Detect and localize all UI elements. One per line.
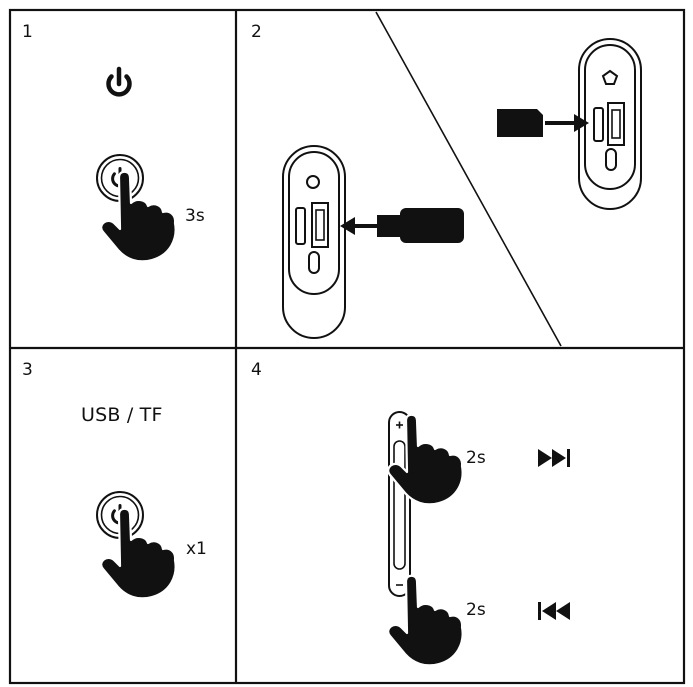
insert-arrow-tf [545,114,589,132]
panel-3 [97,492,177,600]
previous-track-icon [538,602,570,620]
usb-stick-icon [377,208,464,243]
panel-grid [8,8,686,685]
panel-1-number: 1 [22,22,33,42]
tf-port-device [578,38,642,210]
usb-port-device [282,145,346,339]
next-hold-label: 2s [466,448,486,468]
panel-2 [282,11,642,347]
volume-track-control [388,411,411,597]
panel-4 [387,411,570,667]
panel-2-number: 2 [251,22,262,42]
panel-1 [97,66,177,263]
panel-2-divider [375,11,562,347]
prev-hold-label: 2s [466,600,486,620]
tf-card-icon [497,109,543,137]
hold-duration-label: 3s [185,206,205,226]
power-icon [106,66,132,97]
press-count-label: x1 [186,539,207,559]
panel-4-number: 4 [251,360,262,380]
panel-3-number: 3 [22,360,33,380]
mode-label: USB / TF [81,404,163,426]
next-track-icon [538,449,570,467]
insert-arrow-usb [340,217,377,235]
